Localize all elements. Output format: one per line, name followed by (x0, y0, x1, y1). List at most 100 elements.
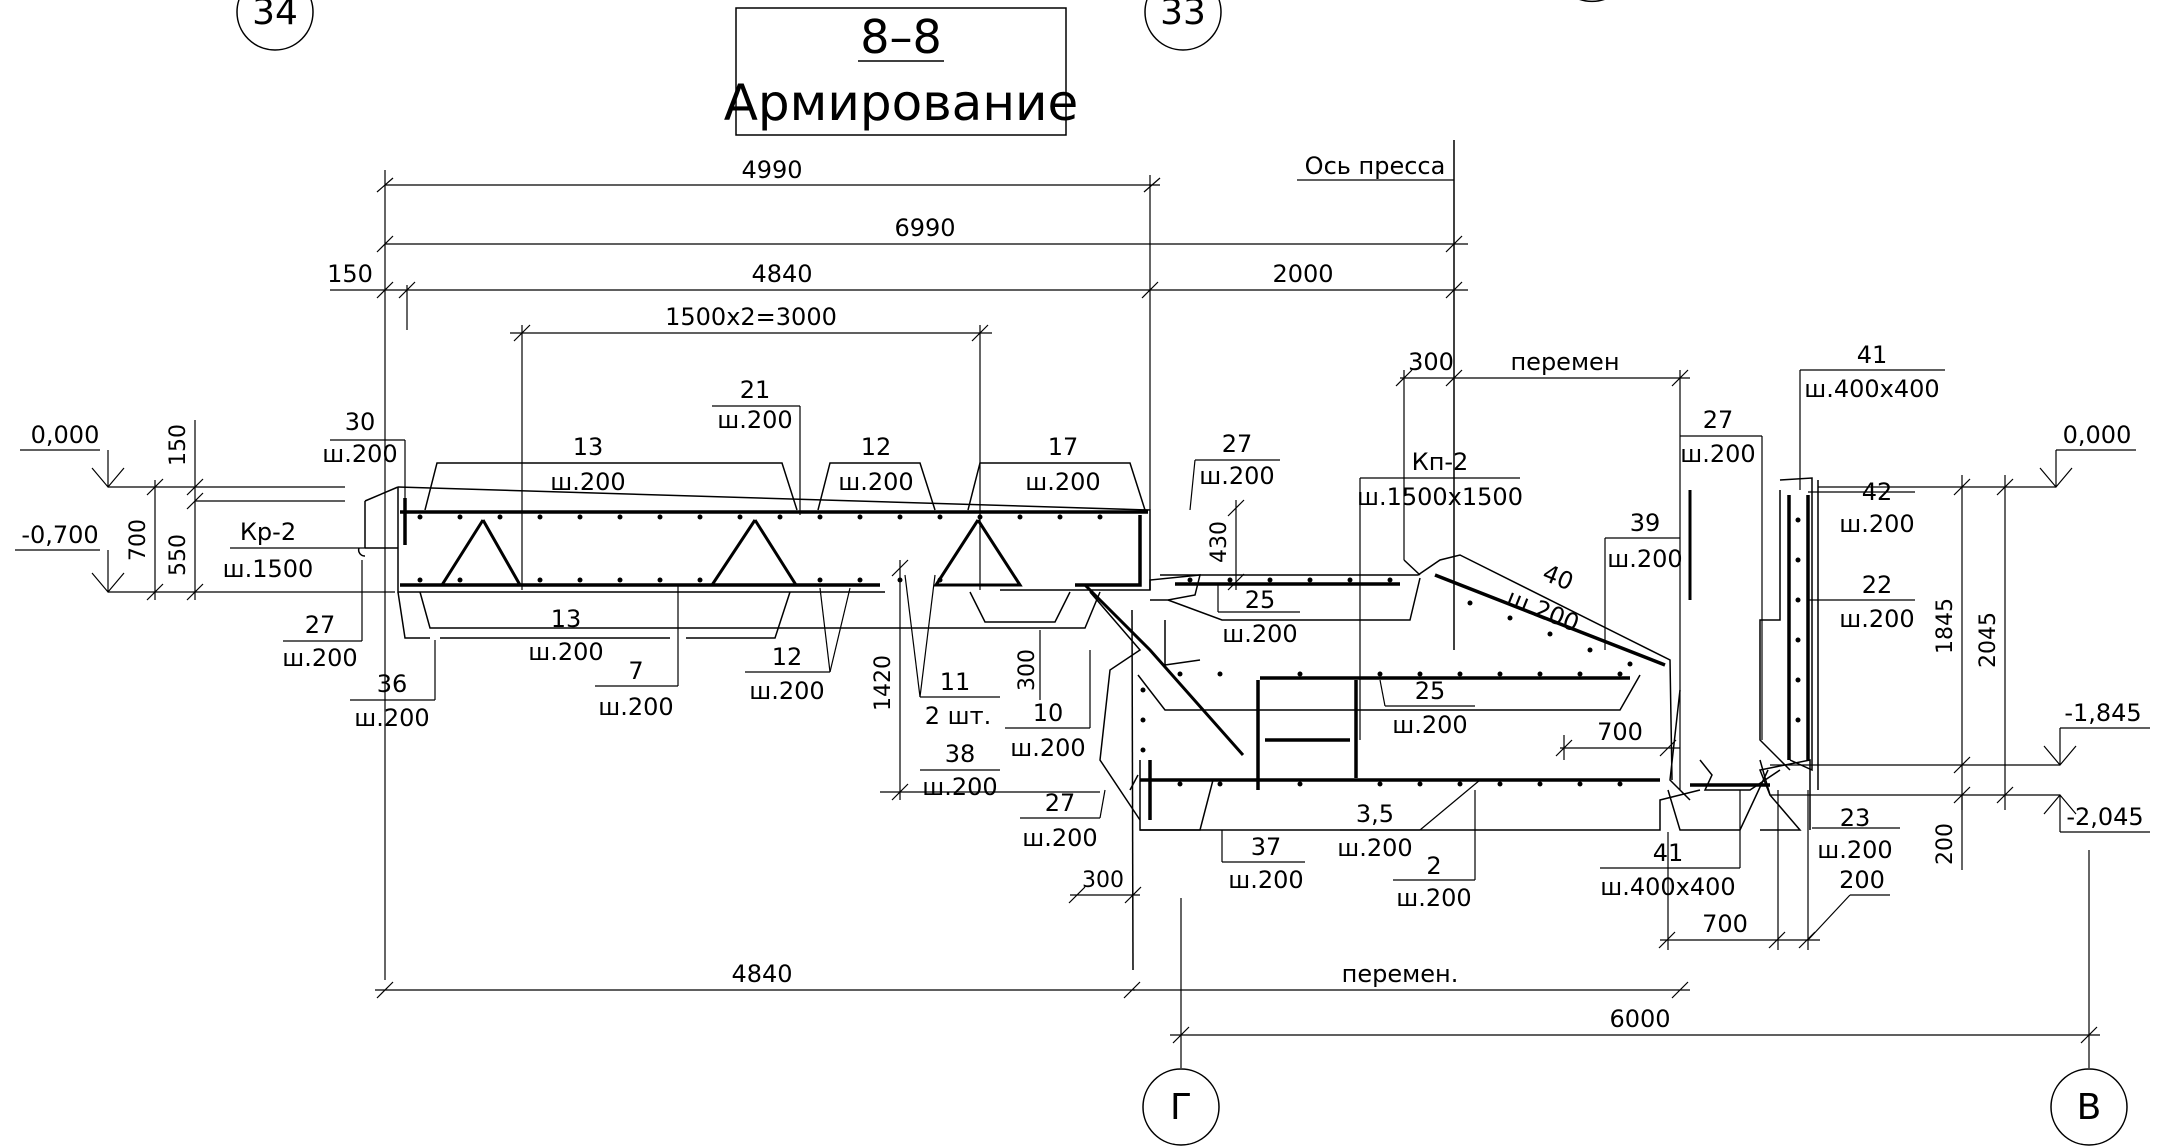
callout-37-spacing: ш.200 (1228, 866, 1303, 894)
dim-peremen-top: перемен (1510, 348, 1619, 376)
callout-17-spacing: ш.200 (1025, 468, 1100, 496)
axis-33-label: 33 (1160, 0, 1206, 33)
callout-kr2-spacing: ш.1500 (223, 555, 314, 583)
callout-25a-mark: 25 (1245, 586, 1276, 614)
callout-40-mark: 40 (1539, 559, 1578, 596)
dim-peremen-bot: перемен. (1342, 960, 1459, 988)
dim-150-top: 150 (327, 260, 373, 288)
dim-300-top: 300 (1408, 348, 1454, 376)
dim-430: 430 (1207, 521, 1232, 563)
axis-34-label: 34 (252, 0, 298, 33)
dim-2045: 2045 (1976, 612, 2001, 668)
axis-bubbles: 34 33 Г В (236, 0, 2128, 1146)
callout-2-spacing: ш.200 (1396, 884, 1471, 912)
dim-1845: 1845 (1933, 598, 1958, 654)
concrete-outline (357, 477, 1819, 971)
title-frame (735, 7, 1067, 136)
callout-13-bot-mark: 13 (551, 605, 582, 633)
axis-v-label: В (2077, 1087, 2102, 1128)
callout-10-mark: 10 (1033, 699, 1064, 727)
level-m1845: -1,845 (2064, 699, 2141, 727)
callout-27c-mark: 27 (1045, 789, 1076, 817)
press-axis: Ось пресса (1297, 140, 1455, 650)
callout-17-mark: 17 (1048, 433, 1079, 461)
callout-23-spacing: ш.200 (1817, 836, 1892, 864)
left-elevations: 0,000 -0,700 700 150 550 (15, 420, 395, 601)
callout-40-spacing: ш.200 (1503, 583, 1583, 637)
callout-12-top-spacing: ш.200 (838, 468, 913, 496)
callout-30-spacing: ш.200 (322, 440, 397, 468)
level-0000-left: 0,000 (31, 421, 100, 449)
dim-550-left: 550 (166, 534, 191, 576)
level-0000-right: 0,000 (2063, 421, 2132, 449)
callout-42-spacing: ш.200 (1839, 510, 1914, 538)
level-m0700: -0,700 (21, 521, 98, 549)
dim-1420: 1420 (871, 655, 896, 711)
callout-2-mark: 2 (1426, 852, 1441, 880)
callout-kr2-mark: Кр-2 (240, 518, 296, 546)
top-dimensions: 4990 6990 150 4840 2000 1500x2=3000 300 … (327, 156, 1690, 980)
dim-200-right: 200 (1933, 823, 1958, 865)
right-elevations: 0,000 -1,845 -2,045 1845 2045 200 (1770, 421, 2150, 870)
level-m2045: -2,045 (2066, 803, 2143, 831)
callout-11-count: 2 шт. (925, 702, 991, 730)
callout-36-mark: 36 (377, 670, 408, 698)
callout-kp2-spacing: ш.1500х1500 (1357, 483, 1523, 511)
dim-2000: 2000 (1272, 260, 1333, 288)
callout-27b-spacing: ш.200 (282, 644, 357, 672)
section-subtitle: Армирование (724, 74, 1079, 132)
dim-700-left: 700 (126, 519, 151, 561)
dim-200-bot: 200 (1839, 866, 1885, 894)
callout-22-spacing: ш.200 (1839, 605, 1914, 633)
dim-6000: 6000 (1609, 1005, 1670, 1033)
lower-dimensions: 430 1420 300 300 700 700 200 4840 переме… (375, 499, 2100, 1044)
callout-21-spacing: ш.200 (717, 406, 792, 434)
callout-36-spacing: ш.200 (354, 704, 429, 732)
dim-150-left: 150 (166, 424, 191, 466)
dim-700-mid: 700 (1597, 718, 1643, 746)
callout-38-spacing: ш.200 (922, 773, 997, 801)
callout-13-top-spacing: ш.200 (550, 468, 625, 496)
top-bar-shapes (419, 462, 1146, 629)
callout-7-spacing: ш.200 (598, 693, 673, 721)
callout-27b-mark: 27 (305, 611, 336, 639)
callout-7-mark: 7 (628, 657, 643, 685)
callout-25a-spacing: ш.200 (1222, 620, 1297, 648)
callout-12-bot-spacing: ш.200 (749, 677, 824, 705)
section-number: 8–8 (860, 10, 942, 64)
callout-38-mark: 38 (945, 740, 976, 768)
callout-39-mark: 39 (1630, 509, 1661, 537)
callout-27a-mark: 27 (1222, 430, 1253, 458)
dim-6990: 6990 (894, 214, 955, 242)
rebar (400, 490, 1810, 820)
callout-37-mark: 37 (1251, 833, 1282, 861)
dim-300-bot: 300 (1082, 868, 1124, 893)
callout-22-mark: 22 (1862, 571, 1893, 599)
callout-42-mark: 42 (1862, 478, 1893, 506)
callout-13-top-mark: 13 (573, 433, 604, 461)
callout-25b-spacing: ш.200 (1392, 711, 1467, 739)
callout-39-spacing: ш.200 (1607, 545, 1682, 573)
press-axis-label: Ось пресса (1305, 152, 1446, 180)
dim-4840-bot: 4840 (731, 960, 792, 988)
callouts: 30 ш.200 13 ш.200 21 ш.200 12 ш.200 17 ш… (223, 341, 1945, 912)
callout-12-top-mark: 12 (861, 433, 892, 461)
callout-27a-spacing: ш.200 (1199, 462, 1274, 490)
dim-4840-top: 4840 (751, 260, 812, 288)
callout-10-spacing: ш.200 (1010, 734, 1085, 762)
axis-g-label: Г (1170, 1087, 1192, 1128)
dim-700-bot: 700 (1702, 910, 1748, 938)
callout-27d-spacing: ш.200 (1680, 440, 1755, 468)
callout-41a-spacing: ш.400х400 (1804, 375, 1939, 403)
section-title: 8–8 Армирование (724, 7, 1079, 136)
callout-23-mark: 23 (1840, 804, 1871, 832)
callout-25b-mark: 25 (1415, 677, 1446, 705)
callout-27d-mark: 27 (1703, 406, 1734, 434)
callout-13-bot-spacing: ш.200 (528, 638, 603, 666)
callout-41a-mark: 41 (1857, 341, 1888, 369)
dim-300-mid: 300 (1015, 649, 1040, 691)
dim-4990: 4990 (741, 156, 802, 184)
callout-12-bot-mark: 12 (772, 643, 803, 671)
callout-30-mark: 30 (345, 408, 376, 436)
